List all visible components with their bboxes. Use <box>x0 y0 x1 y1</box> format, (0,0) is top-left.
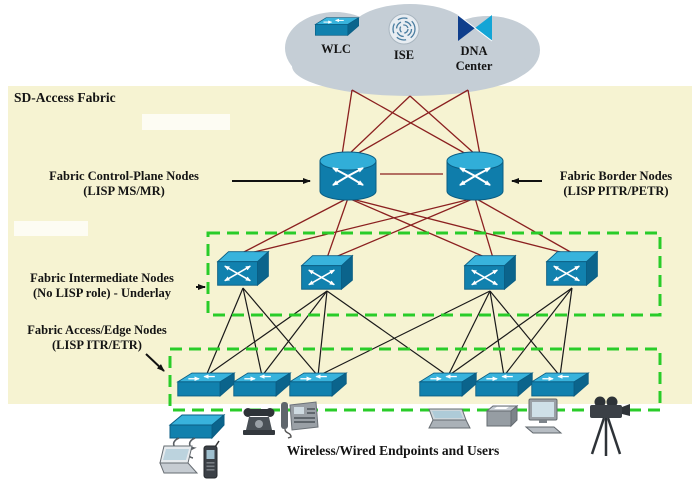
notebook-icon <box>428 408 471 429</box>
border-router-icon <box>447 152 503 200</box>
intermediate-label-line2: (No LISP role) - Underlay <box>33 285 171 300</box>
erased-patches <box>14 114 230 236</box>
handheld-phone-icon <box>203 440 220 479</box>
intermediate-switch-icon <box>302 256 353 290</box>
border-label-line1: Fabric Border Nodes <box>559 169 673 183</box>
control-plane-label-line2: (LISP MS/MR) <box>83 183 165 198</box>
control-plane-router-icon <box>320 152 376 200</box>
intermediate-switch-icon <box>218 252 269 286</box>
edge-label-line2: (LISP ITR/ETR) <box>52 337 142 352</box>
ise-label: ISE <box>393 48 415 62</box>
dna-center-label: DNA Center <box>448 44 500 74</box>
edge-label: Fabric Access/Edge Nodes (LISP ITR/ETR) <box>6 323 188 353</box>
control-plane-label-line1: Fabric Control-Plane Nodes <box>49 169 199 183</box>
intermediate-label-line1: Fabric Intermediate Nodes <box>30 271 174 285</box>
intermediate-zone-box <box>206 231 662 317</box>
fabric-title: SD-Access Fabric <box>14 90 116 105</box>
dna-center-icon <box>457 14 493 42</box>
wireless-access-point-icon <box>168 413 226 459</box>
edge-zone-box <box>168 347 662 412</box>
cloud-to-router-links <box>341 89 481 156</box>
border-label: Fabric Border Nodes (LISP PITR/PETR) <box>538 169 694 199</box>
fabric-zone-background <box>8 86 692 404</box>
intermediate-label: Fabric Intermediate Nodes (No LISP role)… <box>6 271 198 301</box>
border-label-line2: (LISP PITR/PETR) <box>563 183 669 198</box>
wlc-label: WLC <box>321 42 351 56</box>
intermediate-switch-icon <box>465 256 516 290</box>
desktop-computer-icon <box>524 398 563 434</box>
control-plane-label: Fabric Control-Plane Nodes (LISP MS/MR) <box>18 169 230 199</box>
endpoints-caption: Wireless/Wired Endpoints and Users <box>286 443 500 458</box>
printer-icon <box>485 404 519 428</box>
router-to-intermediate-links <box>239 173 575 259</box>
ise-fingerprint-icon <box>388 13 420 45</box>
rotary-phone-icon <box>243 408 275 435</box>
video-camera-icon <box>590 396 630 456</box>
intermediate-switch-icon <box>547 252 598 286</box>
intermediate-to-edge-links <box>205 287 573 377</box>
laptop-icon <box>159 445 199 474</box>
edge-label-line1: Fabric Access/Edge Nodes <box>27 323 167 337</box>
dna-center-label-line1: DNA <box>460 44 488 58</box>
ip-phone-icon <box>281 401 319 439</box>
dna-center-label-line2: Center <box>455 58 493 73</box>
label-arrows <box>145 178 542 372</box>
